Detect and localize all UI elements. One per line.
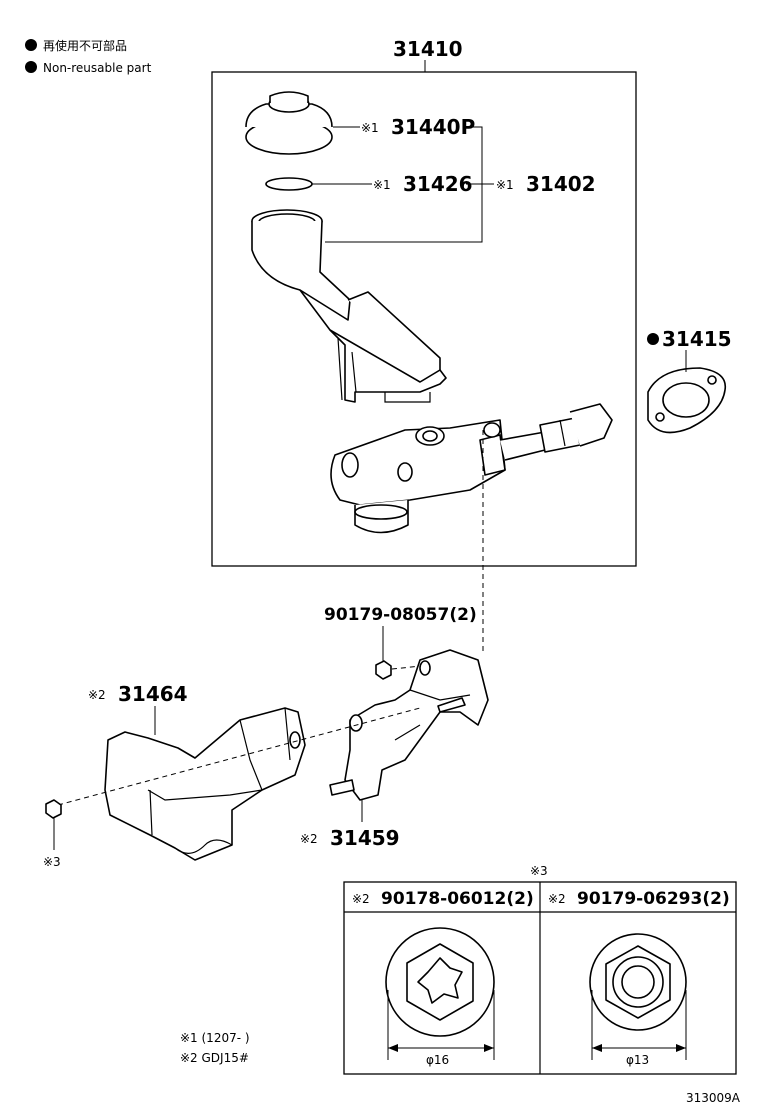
mark-note1-set: ※1 (496, 178, 514, 192)
label-reservoir-set: 31402 (526, 172, 596, 196)
footnote-1: ※1 (1207- ) (180, 1031, 250, 1045)
legend-en: Non-reusable part (43, 61, 152, 75)
label-nut-top: 90179-08057(2) (324, 605, 477, 625)
assembly-box (211, 71, 637, 567)
mark-note1-seal: ※1 (373, 178, 391, 192)
table-header-note: ※3 (530, 864, 548, 878)
reservoir-body-drawing (251, 209, 447, 403)
reservoir-seal-drawing (265, 177, 313, 191)
flange-nut-drawing (385, 927, 495, 1060)
legend-jp: 再使用不可部品 (43, 38, 127, 53)
hex-nut-drawing (589, 933, 687, 1060)
bracket-cover-drawing (104, 707, 306, 861)
label-assembly: 31410 (393, 37, 463, 61)
bracket-drawing (329, 649, 489, 801)
mark-note2-bracket: ※2 (300, 832, 318, 846)
mark-note2-col2: ※2 (548, 892, 566, 906)
bullet-icon (25, 39, 37, 51)
label-gasket: 31415 (662, 327, 732, 351)
master-cylinder-drawing (330, 403, 613, 534)
label-bracket-cover: 31464 (118, 682, 188, 706)
label-reservoir-cap: 31440P (391, 115, 475, 139)
bullet-icon (25, 61, 37, 73)
table-col1-part: 90178-06012(2) (381, 889, 534, 909)
gasket-drawing (647, 367, 727, 434)
table-col2-dim: φ13 (626, 1053, 649, 1067)
table-col2-part: 90179-06293(2) (577, 889, 730, 909)
mark-note1-cap: ※1 (361, 121, 379, 135)
footnote-2: ※2 GDJ15# (180, 1051, 249, 1065)
mark-note2-cover: ※2 (88, 688, 106, 702)
reservoir-cap-drawing (245, 91, 333, 155)
mark-note3-nut: ※3 (43, 855, 61, 869)
bullet-icon (647, 333, 659, 345)
label-bracket: 31459 (330, 826, 400, 850)
figure-code: 313009A (686, 1091, 741, 1105)
table-col1-dim: φ16 (426, 1053, 449, 1067)
nut-left-drawing (45, 799, 62, 819)
label-reservoir-seal: 31426 (403, 172, 473, 196)
nut-top-drawing (375, 660, 392, 680)
mark-note2-col1: ※2 (352, 892, 370, 906)
